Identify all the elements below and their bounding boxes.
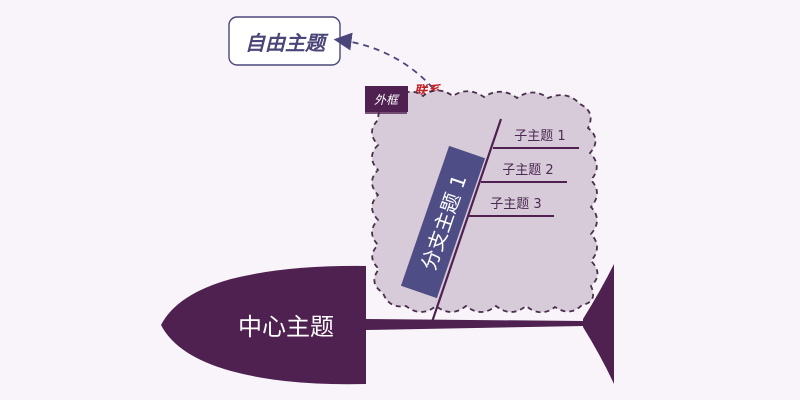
- subtopic-2[interactable]: 子主题 2: [481, 163, 567, 183]
- subtopic-label: 子主题 2: [502, 163, 553, 178]
- boundary-frame[interactable]: 外框: [365, 86, 599, 314]
- free-topic[interactable]: 自由主题: [228, 16, 341, 66]
- subtopic-label: 子主题 1: [514, 129, 565, 144]
- subtopic-1[interactable]: 子主题 1: [493, 129, 579, 149]
- fish-tail-shape: [583, 264, 614, 384]
- central-topic-label: 中心主题: [238, 313, 334, 341]
- boundary-label-box: [365, 86, 408, 112]
- free-topic-label: 自由主题: [245, 31, 329, 55]
- boundary-label: 外框: [374, 93, 400, 107]
- main-topic-rib: [430, 118, 503, 323]
- subtopic-label: 子主题 3: [490, 197, 541, 212]
- subtopic-3[interactable]: 子主题 3: [468, 197, 554, 217]
- fishbone-spine: [365, 264, 614, 384]
- central-topic[interactable]: 中心主题: [161, 265, 366, 385]
